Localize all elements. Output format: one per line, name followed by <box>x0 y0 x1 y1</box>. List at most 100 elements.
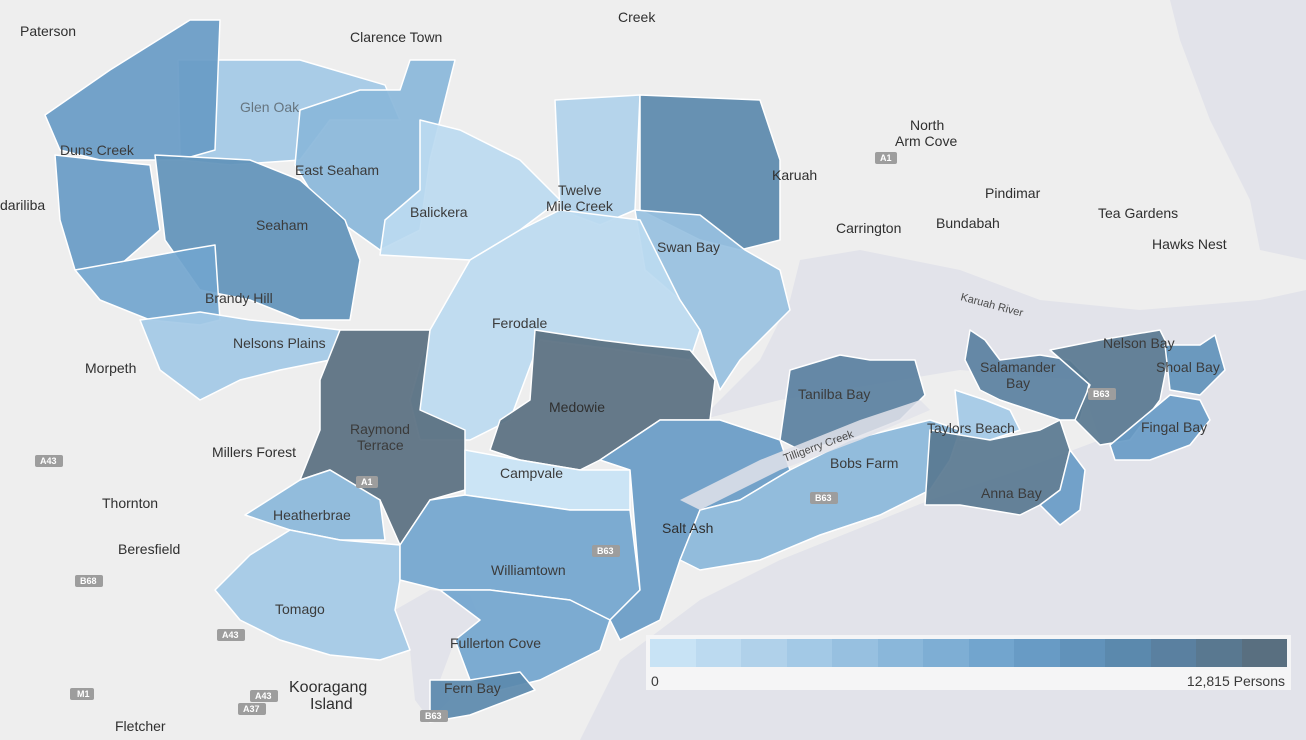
region-fullerton-cove[interactable] <box>439 589 611 691</box>
place-labels: Paterson Clarence Town Creek North Arm C… <box>0 9 1227 734</box>
tilligerry-creek <box>680 400 930 510</box>
legend-color-scale <box>650 639 1287 667</box>
legend-swatch <box>1059 639 1105 667</box>
road-shield-label: B63 <box>1093 389 1110 399</box>
suburb-label-swan-bay: Swan Bay <box>657 239 720 255</box>
suburb-label-seaham: Seaham <box>256 217 308 233</box>
suburb-label-nelson-bay: Nelson Bay <box>1103 335 1175 351</box>
suburb-regions <box>44 19 1226 723</box>
port-water <box>395 590 480 720</box>
road-shield-a1 <box>875 152 897 164</box>
road-shield-label: B63 <box>597 546 614 556</box>
road-shields: A1 A1 A43 A43 A43 A37 B68 M1 B63 B63 B63… <box>35 152 1116 722</box>
suburb-label-salamander-line2: Bay <box>1006 375 1030 391</box>
road-shield-label: B68 <box>80 576 97 586</box>
suburb-label-twelve-line1: Twelve <box>558 182 602 198</box>
road-shield-label: A43 <box>40 456 57 466</box>
suburb-label-taylors-beach: Taylors Beach <box>927 420 1015 436</box>
suburb-label-fern-bay: Fern Bay <box>444 680 501 696</box>
legend-min-label: 0 <box>651 673 659 689</box>
road-shield-b63 <box>810 492 838 504</box>
suburb-label-twelve-line2: Mile Creek <box>546 198 614 214</box>
legend-swatch <box>650 639 696 667</box>
road-shield-b68 <box>75 575 103 587</box>
road-shield-b63 <box>1088 388 1116 400</box>
suburb-label-heatherbrae: Heatherbrae <box>273 507 351 523</box>
place-fletcher: Fletcher <box>115 718 166 734</box>
road-shield-a43 <box>250 690 278 702</box>
suburb-label-raymond-line2: Terrace <box>357 437 404 453</box>
ocean-northeast <box>1170 0 1306 260</box>
region-shoal-bay[interactable] <box>1164 334 1226 396</box>
road-shield-m1 <box>70 688 94 700</box>
legend-swatch <box>1105 639 1151 667</box>
place-morpeth: Morpeth <box>85 360 136 376</box>
place-pindimar: Pindimar <box>985 185 1041 201</box>
place-creek: Creek <box>618 9 656 25</box>
legend-swatch <box>1014 639 1060 667</box>
suburb-label-tomago: Tomago <box>275 601 325 617</box>
suburb-label-brandy-hill: Brandy Hill <box>205 290 273 306</box>
place-clarence-town: Clarence Town <box>350 29 442 45</box>
road-shield-a43 <box>217 629 245 641</box>
road-shield-label: A43 <box>255 691 272 701</box>
place-kooragang-line1: Kooragang <box>289 679 367 696</box>
suburb-label-ferodale: Ferodale <box>492 315 547 331</box>
region-fingal-bay[interactable] <box>1109 394 1211 461</box>
legend-swatch <box>923 639 969 667</box>
suburb-label-karuah: Karuah <box>772 167 817 183</box>
place-north-arm-cove-line2: Arm Cove <box>895 133 957 149</box>
place-hawks-nest: Hawks Nest <box>1152 236 1227 252</box>
road-shield-label: A1 <box>361 477 373 487</box>
place-millers-forest: Millers Forest <box>212 444 296 460</box>
suburb-label-fullerton-cove: Fullerton Cove <box>450 635 541 651</box>
legend-swatch <box>695 639 741 667</box>
place-bundabah: Bundabah <box>936 215 1000 231</box>
place-tea-gardens: Tea Gardens <box>1098 205 1178 221</box>
suburb-label-salt-ash: Salt Ash <box>662 520 713 536</box>
suburb-label-raymond-line1: Raymond <box>350 421 410 437</box>
legend-swatch <box>832 639 878 667</box>
suburb-label-tanilba-bay: Tanilba Bay <box>798 386 870 402</box>
suburb-label-salamander-line1: Salamander <box>980 359 1056 375</box>
road-shield-label: B63 <box>425 711 442 721</box>
road-shield-label: A1 <box>880 153 892 163</box>
road-shield-a43 <box>35 455 63 467</box>
legend-swatch <box>877 639 923 667</box>
legend-swatch <box>1150 639 1196 667</box>
place-thornton: Thornton <box>102 495 158 511</box>
road-shield-label: M1 <box>77 689 90 699</box>
suburb-label-shoal-bay: Shoal Bay <box>1156 359 1220 375</box>
suburb-label-williamtown: Williamtown <box>491 562 566 578</box>
suburb-label-bobs-farm: Bobs Farm <box>830 455 898 471</box>
suburb-label-glen-oak: Glen Oak <box>240 99 300 115</box>
place-paterson: Paterson <box>20 23 76 39</box>
place-kooragang-line2: Island <box>310 696 353 713</box>
suburb-label-duns-creek: Duns Creek <box>60 142 135 158</box>
suburb-label-fingal-bay: Fingal Bay <box>1141 419 1207 435</box>
road-shield-b63 <box>592 545 620 557</box>
road-shield-a37 <box>238 703 266 715</box>
legend-swatch <box>786 639 832 667</box>
map-legend: 0 12,815 Persons <box>646 635 1291 690</box>
legend-swatch <box>1241 639 1287 667</box>
region-tomago[interactable] <box>214 529 411 661</box>
legend-max-label: 12,815 Persons <box>1186 673 1285 689</box>
suburb-labels: Glen Oak Duns Creek East Seaham Seaham B… <box>60 99 1220 696</box>
road-shield-label: A43 <box>222 630 239 640</box>
suburb-label-balickera: Balickera <box>410 204 468 220</box>
road-shield-label: B63 <box>815 493 832 503</box>
legend-swatch <box>741 639 787 667</box>
region-boat-harbour[interactable] <box>1039 449 1086 526</box>
place-carrington: Carrington <box>836 220 901 236</box>
legend-swatch <box>968 639 1014 667</box>
place-north-arm-cove-line1: North <box>910 117 944 133</box>
suburb-label-anna-bay: Anna Bay <box>981 485 1042 501</box>
region-duns-creek[interactable] <box>44 19 221 161</box>
road-shield-b63 <box>420 710 448 722</box>
road-shield-a1 <box>356 476 378 488</box>
region-dariliba[interactable] <box>54 154 161 271</box>
suburb-label-campvale: Campvale <box>500 465 563 481</box>
